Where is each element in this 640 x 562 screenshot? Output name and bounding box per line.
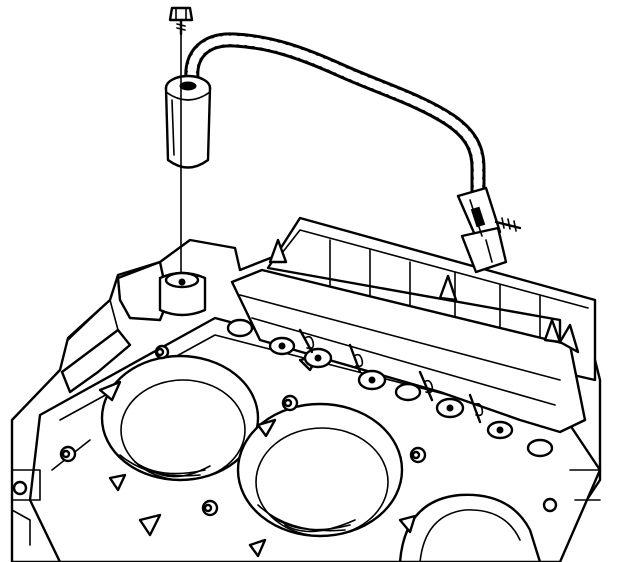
- retainer-bolts: [298, 328, 484, 424]
- cylinder-bore-1: [100, 354, 260, 482]
- cylinder-bore-2: [236, 402, 404, 538]
- lifter-valley: [226, 216, 597, 458]
- harness-connector: [456, 186, 522, 274]
- lifters: [226, 318, 554, 458]
- knock-sensor-harness: [164, 32, 522, 274]
- knock-sensor-sleeve: [164, 74, 212, 169]
- mounting-bolt: [168, 6, 194, 291]
- sensor-mounting-boss: [158, 271, 207, 317]
- deck-bolt-holes: [12, 344, 558, 517]
